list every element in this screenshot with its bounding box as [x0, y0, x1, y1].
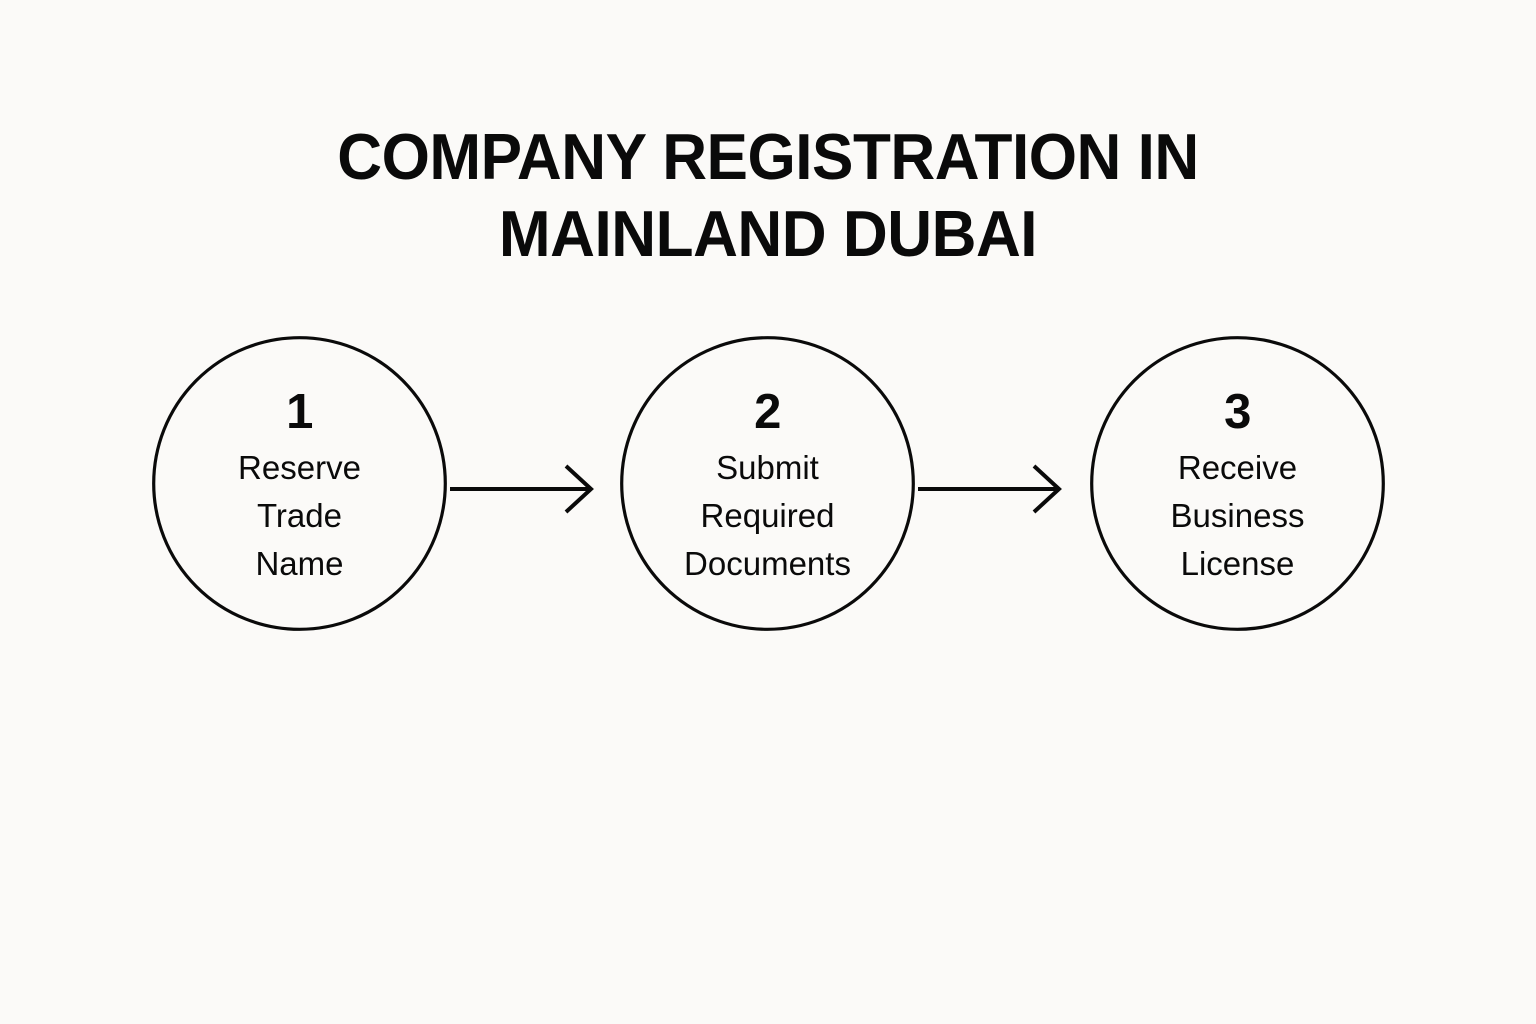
step-circle-outline [1090, 336, 1385, 631]
step-circle-outline [620, 336, 915, 631]
arrow-right-icon-step2-to-step3 [916, 459, 1066, 519]
arrow-right-glyph [450, 464, 594, 514]
arrow-right-icon-step1-to-step2 [448, 459, 598, 519]
process-flow: 1 Reserve Trade Name 2 Submit Required D… [0, 330, 1536, 650]
page-title-line-1: COMPANY REGISTRATION IN [337, 120, 1199, 193]
flow-step-3: 3 Receive Business License [1090, 336, 1385, 631]
flow-step-2: 2 Submit Required Documents [620, 336, 915, 631]
page-title: COMPANY REGISTRATION IN MAINLAND DUBAI [35, 118, 1502, 272]
page-title-line-2: MAINLAND DUBAI [498, 197, 1038, 270]
arrow-right-glyph [918, 464, 1062, 514]
step-circle-outline [152, 336, 447, 631]
flow-step-1: 1 Reserve Trade Name [152, 336, 447, 631]
